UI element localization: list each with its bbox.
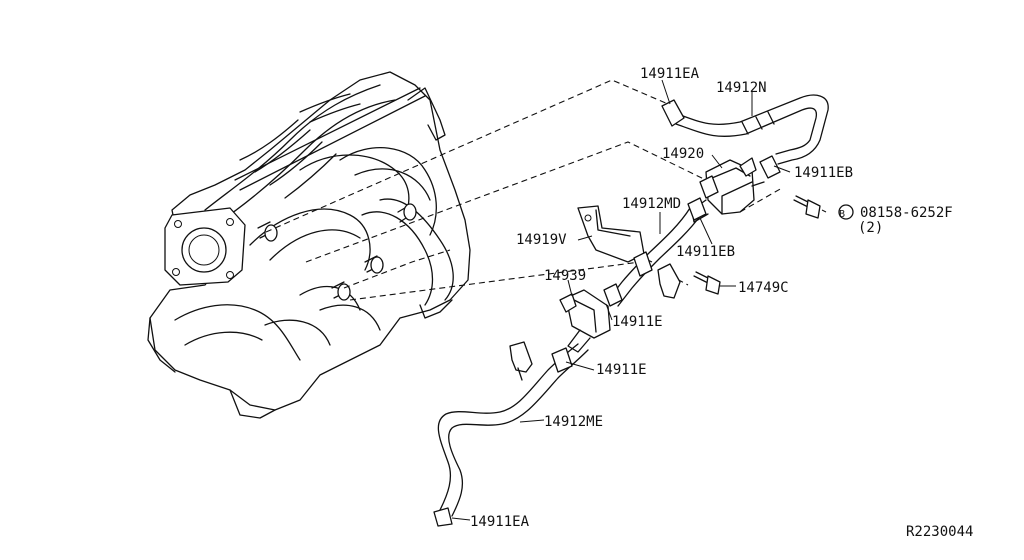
label-14919v: 14919V bbox=[516, 232, 567, 248]
hose-14912md bbox=[607, 207, 701, 307]
label-14920: 14920 bbox=[662, 146, 704, 162]
bracket-14919v bbox=[577, 205, 645, 263]
clamp-14911e-lower bbox=[551, 347, 573, 373]
label-14749c: 14749C bbox=[738, 280, 789, 296]
valve-14920 bbox=[691, 157, 765, 223]
small-connector bbox=[509, 341, 533, 381]
label-14911ea-bottom: 14911EA bbox=[470, 514, 530, 530]
bolt-marker-letter: B bbox=[839, 209, 845, 220]
leader-lines bbox=[451, 79, 827, 521]
sensor-14939 bbox=[559, 289, 611, 353]
intake-manifold-illustration bbox=[147, 71, 471, 419]
label-bolt: 08158-6252F bbox=[860, 205, 953, 221]
clamp-14911eb-mid bbox=[687, 197, 707, 221]
bolt-08158-6252f bbox=[793, 195, 854, 220]
label-14939: 14939 bbox=[544, 268, 586, 284]
label-14911e-lower: 14911E bbox=[596, 362, 647, 378]
label-14911e-upper: 14911E bbox=[612, 314, 663, 330]
clamp-14911e-upper bbox=[603, 283, 623, 307]
label-14911ea-top: 14911EA bbox=[640, 66, 700, 82]
label-14912n: 14912N bbox=[716, 80, 767, 96]
clamp-14911ea-bottom bbox=[433, 507, 453, 527]
hose-14912me bbox=[437, 343, 589, 517]
hose-14912n bbox=[671, 94, 829, 165]
reference-code: R2230044 bbox=[906, 524, 973, 540]
clamp-14911eb-right bbox=[759, 155, 781, 179]
label-bolt-qty: (2) bbox=[858, 220, 883, 236]
part-labels: 14911EA 14912N 14920 14911EB 08158-6252F… bbox=[470, 66, 973, 540]
label-14912md: 14912MD bbox=[622, 196, 681, 212]
label-14911eb-right: 14911EB bbox=[794, 165, 853, 181]
label-14911eb-mid: 14911EB bbox=[676, 244, 735, 260]
screw-14749c bbox=[693, 271, 721, 295]
label-14912me: 14912ME bbox=[544, 414, 603, 430]
clamp-14911ea-top bbox=[661, 99, 685, 127]
hose-clip bbox=[657, 263, 681, 299]
